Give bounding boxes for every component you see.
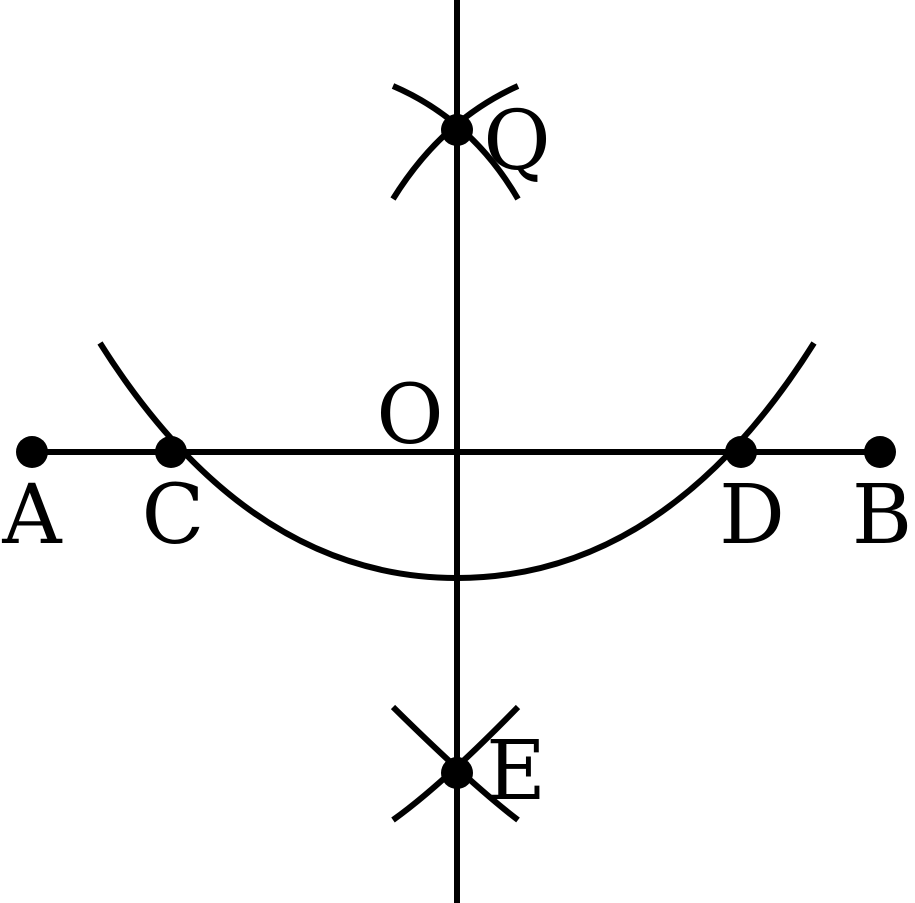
arc-cd xyxy=(97,341,817,582)
label-b: B xyxy=(852,468,912,563)
point-q xyxy=(441,114,473,146)
label-d: D xyxy=(719,468,785,563)
label-q: Q xyxy=(483,94,550,189)
label-e: E xyxy=(486,724,546,819)
label-a: A xyxy=(1,468,63,563)
label-o: O xyxy=(376,368,443,463)
point-e xyxy=(441,757,473,789)
label-c: C xyxy=(142,468,205,563)
point-b xyxy=(864,436,896,468)
point-c xyxy=(155,436,187,468)
point-a xyxy=(16,436,48,468)
point-d xyxy=(725,436,757,468)
